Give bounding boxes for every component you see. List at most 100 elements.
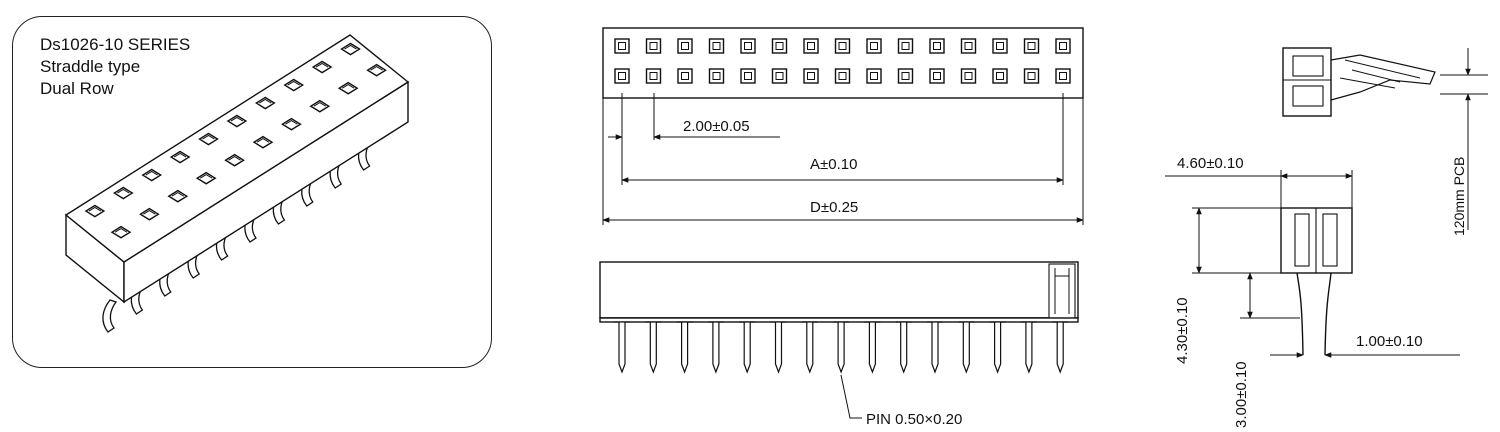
iso-hole-shadow [313,102,327,107]
iso-hole [311,60,333,74]
contact-hole [992,38,1008,54]
iso-hole-shadow [228,156,241,161]
iso-hole [337,81,359,95]
contact-hole [866,68,882,84]
contact-hole [740,68,756,84]
contact-hole-inner [618,42,626,50]
contact-hole [708,38,725,54]
iso-hole [340,42,361,56]
iso-hole [110,225,132,239]
top-view-holes [614,38,1071,84]
front-pin [900,322,908,374]
iso-hole [84,204,106,218]
contact-hole-inner [1059,42,1067,50]
contact-hole-inner [933,42,941,50]
contact-hole [929,68,945,84]
contact-hole-inner [712,72,721,80]
iso-hole [366,63,387,77]
isometric-connector [64,34,410,333]
iso-hole-shadow [370,66,383,71]
contact-hole [929,38,945,54]
contact-hole-inner [649,72,658,80]
front-view-end-detail [1048,263,1076,319]
contact-hole [677,68,693,84]
iso-hole [283,78,305,92]
front-pin [649,322,657,374]
iso-hole-shadow [230,116,244,122]
contact-hole [771,68,788,84]
contact-hole [645,68,662,84]
contact-hole-inner [807,42,815,50]
front-pin [994,322,1002,374]
contact-hole [614,68,630,84]
contact-hole [803,68,819,84]
contact-hole-inner [618,72,626,80]
iso-hole-shadow [259,98,272,104]
iso-hole-shadow [256,138,270,143]
front-view-body [599,261,1079,319]
front-view [599,261,1079,419]
front-pin [618,322,626,374]
contact-hole-inner [744,42,752,50]
contact-hole-inner [870,42,878,50]
iso-hole-shadow [117,188,130,194]
iso-hole [198,132,219,146]
pin-length-dimension-label: 3.00±0.10 [1233,361,1250,428]
pcb-cable [1330,54,1436,101]
contact-hole [992,68,1008,84]
iso-hole [252,135,274,149]
iso-hole [112,186,134,200]
contact-hole [866,38,882,54]
contact-hole [708,68,725,84]
front-pin [774,322,783,374]
iso-hole [254,96,276,110]
contact-hole-inner [933,72,941,80]
contact-hole [1055,68,1071,84]
front-pin [681,322,689,374]
iso-hole [281,117,302,131]
iso-hole [309,99,331,113]
iso-hole [224,153,245,167]
side-view-pin-right [1324,272,1332,356]
top-view [602,27,1084,225]
iso-hole-shadow [173,152,187,158]
iso-hole-shadow [285,120,298,125]
contact-hole-inner [807,72,815,80]
series-name: Ds1026-10 SERIES [40,35,191,54]
contact-hole-inner [996,72,1004,80]
contact-hole-inner [964,72,973,80]
contact-hole [1023,68,1040,84]
front-pin [931,322,939,374]
contact-hole-inner [901,72,910,80]
contact-hole [897,38,914,54]
iso-hole-shadow [171,192,185,197]
iso-hole [169,150,191,164]
pitch-dimension-label: 2.00±0.05 [683,118,750,135]
a-dimension-label: A±0.10 [810,156,857,173]
contact-hole-inner [775,42,784,50]
pin-size-label: PIN 0.50×0.20 [866,411,962,428]
contact-hole-inner [964,42,973,50]
contact-hole-inner [870,72,878,80]
width-dimension-label: 4.60±0.10 [1177,155,1244,172]
iso-hole-shadow [341,84,355,89]
contact-hole-inner [681,42,689,50]
d-dimension-label: D±0.25 [810,199,858,216]
contact-hole [960,68,977,84]
front-pin [962,322,970,374]
contact-hole-inner [712,42,721,50]
contact-hole-inner [838,72,847,80]
iso-hole-shadow [199,174,213,179]
contact-hole [834,68,851,84]
contact-hole [960,38,977,54]
iso-hole-shadow [114,228,128,233]
contact-hole [645,38,662,54]
pin-leader [840,374,862,419]
iso-hole-shadow [287,80,300,86]
front-pin [806,322,814,374]
iso-hole-shadow [315,62,329,68]
contact-hole-inner [1059,72,1067,80]
front-pin [868,322,876,374]
contact-hole-inner [649,42,658,50]
